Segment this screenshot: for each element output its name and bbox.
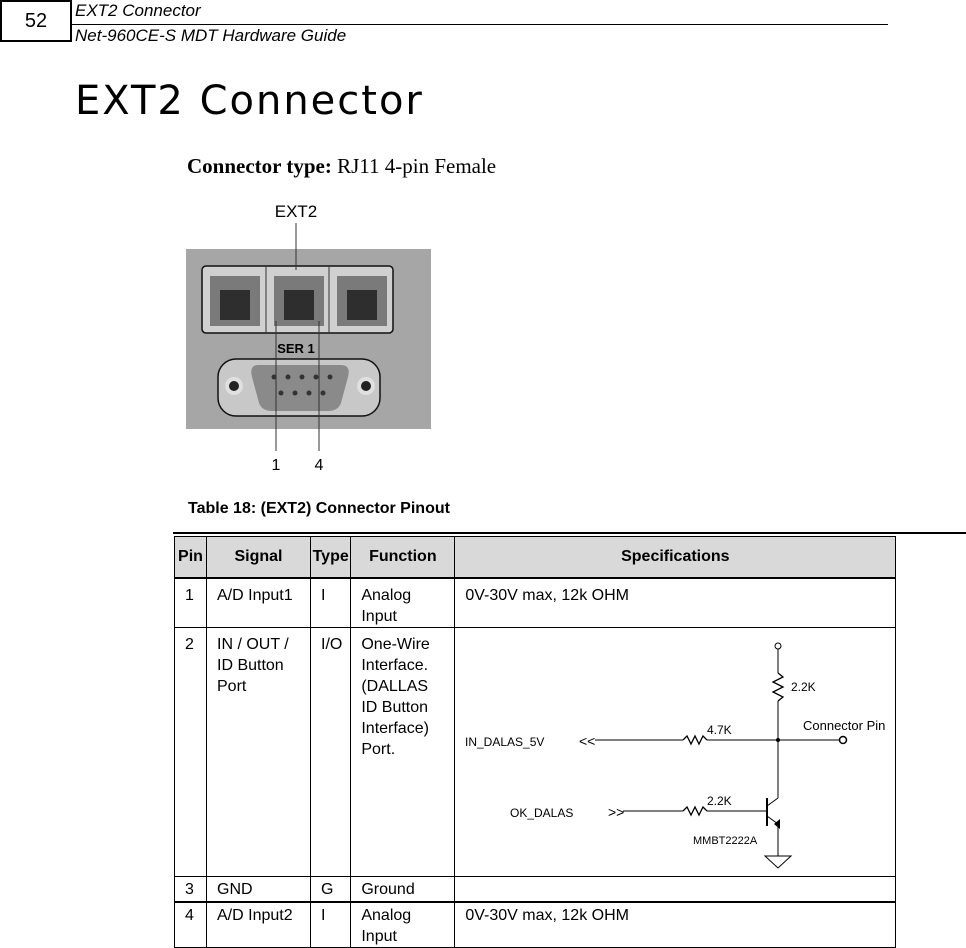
svg-text:SER 1: SER 1: [277, 341, 315, 356]
cell-signal: IN / OUT / ID Button Port: [206, 627, 311, 877]
cell-type: G: [309, 876, 352, 903]
page-title: EXT2 Connector: [75, 78, 424, 124]
connector-type-label: Connector type:: [187, 154, 332, 178]
svg-text:<<: <<: [579, 733, 595, 749]
svg-text:MMBT2222A: MMBT2222A: [693, 835, 758, 847]
dallas-interface-schematic: 2.2K IN_DALAS_5V << 4.7K Connector Pin O…: [465, 642, 886, 869]
pinout-table: Pin Signal Type Function Specifications …: [174, 536, 897, 948]
header-pin: Pin: [174, 536, 207, 579]
cell-pin: 2: [174, 627, 207, 877]
table-row: 2 IN / OUT / ID Button Port I/O One-Wire…: [174, 627, 897, 877]
header-signal: Signal: [206, 536, 311, 579]
table-top-rule: [173, 532, 966, 534]
table-row: 3 GND G Ground: [174, 876, 897, 903]
connector-photo: SER 1 EXT2 1 4: [186, 202, 431, 474]
cell-spec: [454, 876, 897, 903]
cell-type: I: [309, 577, 352, 628]
table-row: 4 A/D Input2 I Analog Input 0V-30V max, …: [174, 901, 897, 948]
cell-spec: 0V-30V max, 12k OHM: [454, 901, 897, 948]
header-section: EXT2 Connector: [75, 1, 201, 20]
header-type: Type: [309, 536, 352, 579]
svg-text:Connector Pin: Connector Pin: [803, 718, 885, 733]
svg-text:2.2K: 2.2K: [707, 794, 732, 808]
cell-signal: A/D Input2: [206, 901, 311, 948]
cell-pin: 1: [174, 577, 207, 628]
header-function: Function: [350, 536, 456, 579]
svg-text:IN_DALAS_5V: IN_DALAS_5V: [465, 735, 544, 749]
header-specifications: Specifications: [454, 536, 897, 579]
cell-function: Analog Input: [350, 577, 456, 628]
table-caption: Table 18: (EXT2) Connector Pinout: [188, 500, 450, 517]
cell-function: One-Wire Interface. (DALLAS ID Button In…: [350, 627, 456, 877]
svg-text:1: 1: [272, 457, 281, 474]
header-guide-title: Net-960CE-S MDT Hardware Guide: [75, 26, 347, 45]
svg-text:EXT2: EXT2: [275, 202, 318, 221]
cell-signal: A/D Input1: [206, 577, 311, 628]
cell-spec: 0V-30V max, 12k OHM: [454, 577, 897, 628]
svg-text:4.7K: 4.7K: [707, 723, 732, 737]
cell-pin: 4: [174, 901, 207, 948]
svg-text:OK_DALAS: OK_DALAS: [510, 806, 573, 820]
connector-type: Connector type: RJ11 4-pin Female: [187, 154, 496, 179]
svg-text:4: 4: [315, 457, 324, 474]
page-number: 52: [0, 0, 72, 42]
table-header-row: Pin Signal Type Function Specifications: [174, 536, 897, 579]
svg-text:>>: >>: [608, 804, 624, 820]
cell-spec-schematic: 2.2K IN_DALAS_5V << 4.7K Connector Pin O…: [454, 627, 897, 877]
cell-function: Ground: [350, 876, 456, 903]
connector-type-value: RJ11 4-pin Female: [331, 154, 497, 178]
cell-type: I: [309, 901, 352, 948]
cell-signal: GND: [206, 876, 311, 903]
table-row: 1 A/D Input1 I Analog Input 0V-30V max, …: [174, 577, 897, 628]
cell-function: Analog Input: [350, 901, 456, 948]
cell-type: I/O: [309, 627, 352, 877]
cell-pin: 3: [174, 876, 207, 903]
header-rule: [72, 24, 888, 25]
svg-text:2.2K: 2.2K: [791, 680, 816, 694]
